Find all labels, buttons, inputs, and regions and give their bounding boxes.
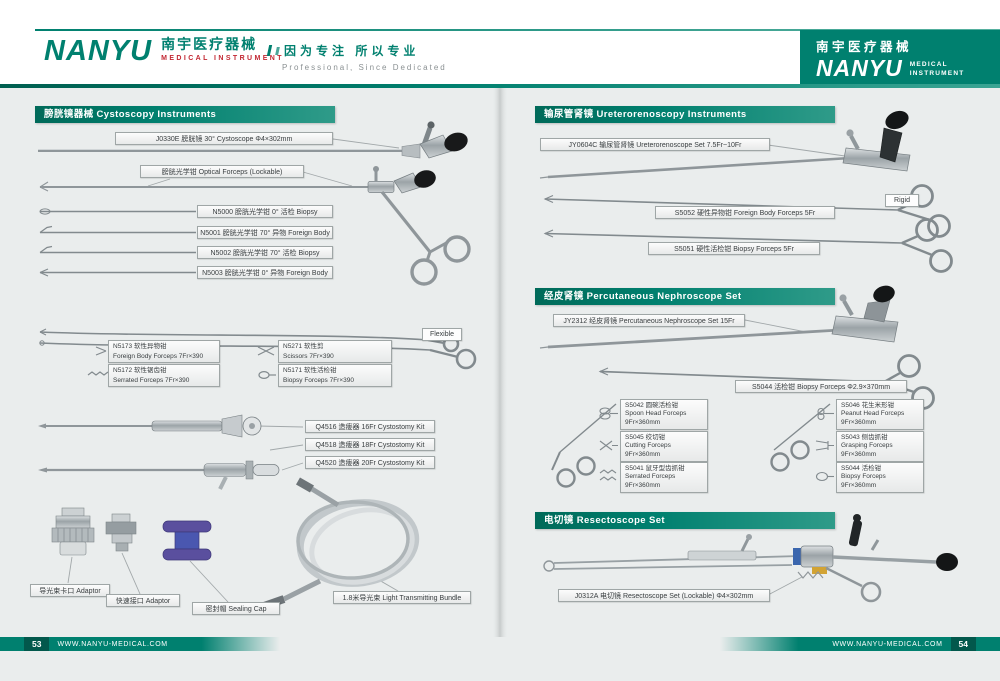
label-forceps-s5044: S5044 活检钳 Biopsy Forceps 9Fr×360mm [836, 462, 924, 494]
label-forceps-s5041: S5041 鼠牙型齿抓钳 Serrated Forceps 9Fr×360mm [620, 462, 708, 494]
sealing-cap-illustration [162, 520, 212, 561]
label-quick-adaptor: 快速接口 Adaptor [106, 594, 180, 607]
label-cystostomy-q4520: Q4520 造瘘器 20Fr Cystostomy Kit [305, 456, 435, 469]
cystoscopy-forceps-rods [39, 208, 196, 277]
flexible-forceps-illustration [39, 328, 477, 380]
label-line-en: Grasping Forceps [841, 442, 893, 450]
label-nephroscope: JY2312 经皮肾镜 Percutaneous Nephroscope Set… [553, 314, 745, 327]
badge-sub-line1: MEDICAL [909, 61, 948, 69]
nephroscope-illustration [539, 285, 899, 349]
page-gutter-shadow [492, 88, 508, 637]
label-line-en: Serrated Forceps [625, 473, 676, 481]
tagline-decor-bar [275, 46, 280, 55]
label-forceps-s5043: S5043 侧齿抓钳 Grasping Forceps 9Fr×360mm [836, 431, 924, 463]
label-forceps-s5045: S5045 绞切钳 Cutting Forceps 9Fr×360mm [620, 431, 708, 463]
label-line-en: Spoon Head Forceps [625, 410, 687, 418]
label-line-size: 9Fr×360mm [625, 451, 661, 459]
label-forceps-n5003: N5003 膀胱光学钳 0° 异物 Foreign Body [197, 266, 333, 279]
section-title-ureterorenoscopy: 输尿管肾镜 Ureterorenoscopy Instruments [535, 106, 835, 123]
ureteroscopy-forceps-illustration [543, 184, 953, 273]
label-line-en: Peanut Head Forceps [841, 410, 905, 418]
brand-badge: 南宇医疗器械 NANYU MEDICAL INSTRUMENT [800, 30, 1000, 84]
label-line-size: 9Fr×360mm [841, 419, 877, 427]
website-url: WWW.NANYU-MEDICAL.COM [832, 640, 943, 648]
section-title-resectoscope: 电切镜 Resectoscope Set [535, 512, 835, 529]
label-line-cn: S5041 鼠牙型齿抓钳 [625, 464, 685, 472]
footer-right: WWW.NANYU-MEDICAL.COM 54 [720, 637, 1000, 651]
label-lightguide-adaptor: 导光束卡口 Adaptor [30, 584, 110, 597]
label-line-en: Serrated Forceps 7Fr×390 [113, 376, 190, 384]
label-line-size: 9Fr×360mm [841, 482, 877, 490]
optical-forceps-illustration [39, 166, 471, 286]
label-line-size: 9Fr×360mm [625, 419, 661, 427]
label-forceps-s5044-long: S5044 活检钳 Biopsy Forceps Φ2.9×370mm [735, 380, 907, 393]
label-forceps-n5271: N5271 软性剪 Scissors 7Fr×390 [278, 340, 392, 363]
label-forceps-s5051: S5051 硬性活检钳 Biopsy Forceps 5Fr [648, 242, 820, 255]
section-title-nephroscope: 经皮肾镜 Percutaneous Nephroscope Set [535, 288, 835, 305]
label-line-cn: N5172 软性锯齿钳 [113, 367, 167, 374]
badge-brand-name: NANYU [816, 55, 903, 81]
cystoscope-illustration [38, 121, 468, 159]
page-number-left: 53 [24, 637, 50, 651]
label-line-cn: S5046 花生米形钳 [841, 401, 895, 409]
label-line-cn: N5271 软性剪 [283, 343, 324, 350]
ureteroscope-illustration [539, 110, 911, 179]
page-number-right: 54 [950, 637, 976, 651]
label-sealing-cap: 密封帽 Sealing Cap [192, 602, 280, 615]
label-line-en: Cutting Forceps [625, 442, 671, 450]
header-rule-top [35, 29, 1000, 31]
tagline-en: Professional, Since Dedicated [282, 63, 447, 72]
brand-name-cn: 南宇医疗器械 [161, 36, 258, 52]
label-forceps-n5172: N5172 软性锯齿钳 Serrated Forceps 7Fr×390 [108, 364, 220, 387]
tagline-cn: 因为专注 所以专业 [284, 44, 420, 58]
label-line-cn: N5171 软性活检钳 [283, 367, 337, 374]
grid-forceps-tips [551, 403, 834, 488]
label-forceps-s5042: S5042 圆碗活检钳 Spoon Head Forceps 9Fr×360mm [620, 399, 708, 431]
label-line-en: Biopsy Forceps [841, 473, 886, 481]
label-line-size: 9Fr×360mm [841, 451, 877, 459]
label-forceps-n5002: N5002 膀胱光学钳 70° 活检 Biopsy [197, 246, 333, 259]
label-forceps-n5173: N5173 软性异物钳 Foreign Body Forceps 7Fr×390 [108, 340, 220, 363]
label-cystoscope: J0330E 膀胱镜 30° Cystoscope Φ4×302mm [115, 132, 333, 145]
footer-left: 53 WWW.NANYU-MEDICAL.COM [0, 637, 280, 651]
header-tagline: 因为专注 所以专业 Professional, Since Dedicated [266, 42, 447, 72]
label-forceps-s5052: S5052 硬性异物钳 Foreign Body Forceps 5Fr [655, 206, 835, 219]
label-line-en: Scissors 7Fr×390 [283, 352, 334, 360]
badge-brand-subtitle: MEDICAL INSTRUMENT [910, 61, 965, 80]
label-line-cn: S5042 圆碗活检钳 [625, 401, 679, 409]
leader-lines [67, 138, 846, 603]
section-title-cystoscopy: 膀胱镜器械 Cystoscopy Instruments [35, 106, 335, 123]
brand-subtitle: MEDICAL INSTRUMENT [161, 55, 284, 63]
brand-name: NANYU [44, 35, 153, 67]
label-light-bundle: 1.8米导光束 Light Transmitting Bundle [333, 591, 471, 604]
label-line-cn: S5045 绞切钳 [625, 433, 666, 441]
tag-flexible: Flexible [422, 328, 462, 341]
label-line-size: 9Fr×360mm [625, 482, 661, 490]
label-forceps-s5046: S5046 花生米形钳 Peanut Head Forceps 9Fr×360m… [836, 399, 924, 431]
tagline-decor-bar [266, 45, 273, 56]
badge-sub-line2: INSTRUMENT [909, 70, 965, 78]
header-rule-bottom [0, 84, 1000, 88]
label-cystostomy-q4518: Q4518 造瘘器 18Fr Cystostomy Kit [305, 438, 435, 451]
tag-rigid: Rigid [885, 194, 919, 207]
label-resectoscope: J0312A 电切镜 Resectoscope Set (Lockable) Φ… [558, 589, 770, 602]
adaptor-illustrations [51, 507, 137, 556]
cystostomy-kit-illustration [38, 414, 280, 490]
label-cystostomy-q4516: Q4516 造瘘器 16Fr Cystostomy Kit [305, 420, 435, 433]
label-line-en: Biopsy Forceps 7Fr×390 [283, 376, 354, 384]
label-line-en: Foreign Body Forceps 7Fr×390 [113, 352, 204, 360]
label-forceps-n5000: N5000 膀胱光学钳 0° 活检 Biopsy [197, 205, 333, 218]
badge-brand-cn: 南宇医疗器械 [816, 40, 913, 54]
label-forceps-n5171: N5171 软性活检钳 Biopsy Forceps 7Fr×390 [278, 364, 392, 387]
label-forceps-n5001: N5001 膀胱光学钳 70° 异物 Foreign Body [197, 226, 333, 239]
brand-logo: NANYU 南宇医疗器械 MEDICAL INSTRUMENT [44, 35, 284, 67]
website-url: WWW.NANYU-MEDICAL.COM [57, 640, 168, 648]
label-ureteroscope: JY0604C 输尿管肾镜 Ureterorenoscope Set 7.5Fr… [540, 138, 770, 151]
label-line-cn: S5044 活检钳 [841, 464, 882, 472]
resectoscope-illustration [543, 514, 958, 603]
label-optical-forceps: 膀胱光学钳 Optical Forceps (Lockable) [140, 165, 304, 178]
label-line-cn: N5173 软性异物钳 [113, 343, 167, 350]
label-line-cn: S5043 侧齿抓钳 [841, 433, 888, 441]
light-bundle-illustration [251, 477, 420, 611]
